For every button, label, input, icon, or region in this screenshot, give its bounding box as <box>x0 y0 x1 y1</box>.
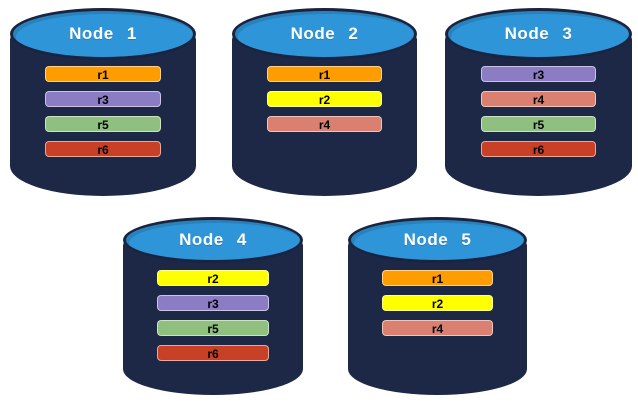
replica-bar: r5 <box>480 116 597 132</box>
replica-bar: r2 <box>157 270 269 286</box>
replica-bar: r4 <box>267 116 382 132</box>
replica-bar: r2 <box>382 295 493 311</box>
replica-bar: r4 <box>480 91 597 107</box>
node-1-cylinder-top: Node 1 <box>10 8 196 60</box>
node-3-replica-list: r3 r4 r5 r6 <box>445 66 632 157</box>
node-3-cylinder-body <box>445 34 632 196</box>
node-1-replica-list: r1 r3 r5 r6 <box>10 66 196 157</box>
node-title: Node 3 <box>504 24 573 43</box>
node-4-cylinder-body <box>123 240 303 395</box>
replica-bar: r6 <box>45 141 161 157</box>
node-title: Node 4 <box>179 230 247 249</box>
node-2-cylinder-top: Node 2 <box>232 8 417 60</box>
node-1: Node 1 r1 r3 r5 r6 <box>10 8 196 196</box>
replica-bar: r1 <box>267 66 382 82</box>
node-5-cylinder-top: Node 5 <box>348 217 527 263</box>
node-2-cylinder-body <box>232 34 417 196</box>
replica-bar: r3 <box>45 91 161 107</box>
replica-bar: r1 <box>382 270 493 286</box>
replica-bar: r4 <box>382 320 493 336</box>
node-3: Node 3 r3 r4 r5 r6 <box>445 8 632 196</box>
node-3-cylinder-top: Node 3 <box>445 8 632 60</box>
replica-bar: r3 <box>157 295 269 311</box>
replica-bar: r6 <box>480 141 597 157</box>
replica-bar: r6 <box>157 345 269 361</box>
replica-bar: r1 <box>45 66 161 82</box>
node-4-cylinder-top: Node 4 <box>123 217 303 263</box>
node-title: Node 2 <box>290 24 359 43</box>
node-2-replica-list: r1 r2 r4 <box>232 66 417 132</box>
node-5-cylinder-body <box>348 240 527 395</box>
node-title: Node 1 <box>69 24 137 43</box>
replica-bar: r3 <box>480 66 597 82</box>
node-5-replica-list: r1 r2 r4 <box>348 270 527 336</box>
node-2: Node 2 r1 r2 r4 <box>232 8 417 196</box>
node-4-replica-list: r2 r3 r5 r6 <box>123 270 303 361</box>
replica-bar: r2 <box>267 91 382 107</box>
node-title: Node 5 <box>403 230 472 249</box>
node-4: Node 4 r2 r3 r5 r6 <box>123 217 303 395</box>
replica-bar: r5 <box>45 116 161 132</box>
replica-bar: r5 <box>157 320 269 336</box>
node-1-cylinder-body <box>10 34 196 196</box>
node-5: Node 5 r1 r2 r4 <box>348 217 527 395</box>
